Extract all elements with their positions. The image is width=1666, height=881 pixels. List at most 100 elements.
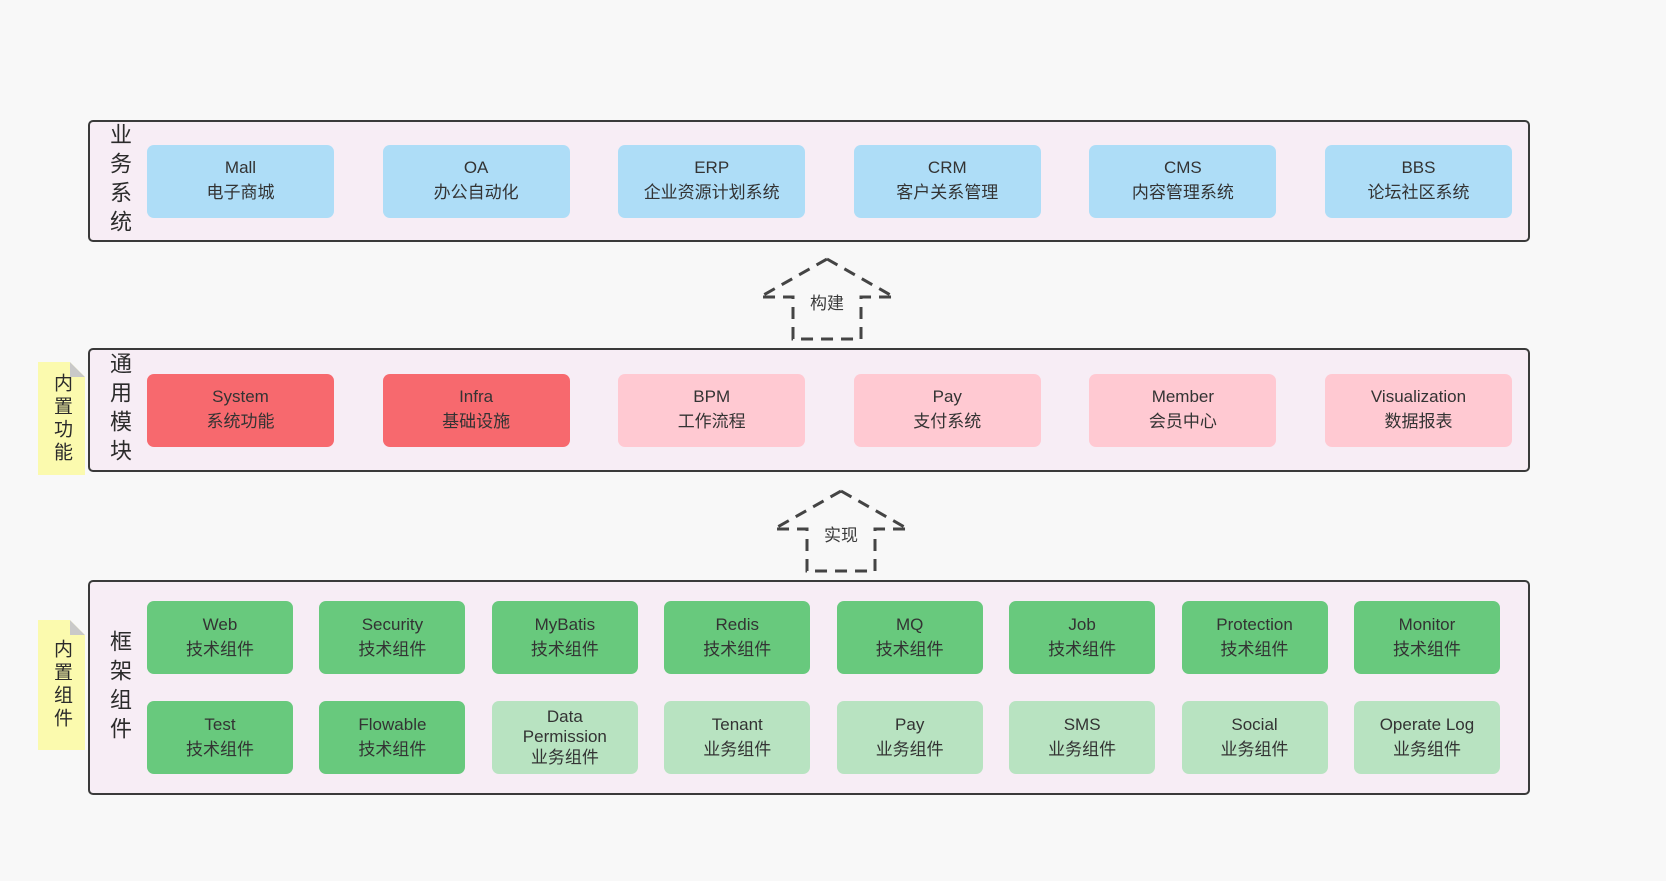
arrow-build: 构建 — [757, 256, 897, 342]
box-title: Job — [1068, 614, 1096, 634]
box-title: Pay — [895, 714, 925, 734]
box-bbs: BBS 论坛社区系统 — [1324, 144, 1512, 218]
box-subtitle: 技术组件 — [358, 639, 427, 659]
box-mq: MQ 技术组件 — [836, 601, 983, 674]
box-subtitle: 技术组件 — [186, 639, 254, 659]
box-subtitle: 技术组件 — [1392, 639, 1461, 659]
layer-common-modules-label: 通用模块 — [107, 352, 132, 468]
box-subtitle: 内容管理系统 — [1131, 183, 1234, 202]
box-title: Protection — [1216, 614, 1293, 634]
box-title: Infra — [459, 387, 494, 407]
box-sms: SMS 业务组件 — [1009, 701, 1156, 774]
box-subtitle: 技术组件 — [703, 639, 772, 659]
box-crm: CRM 客户关系管理 — [853, 144, 1041, 218]
up-arrow-icon — [757, 257, 897, 341]
box-subtitle: 论坛社区系统 — [1367, 183, 1470, 202]
box-erp: ERP 企业资源计划系统 — [618, 144, 806, 218]
box-title: BBS — [1401, 158, 1436, 178]
box-title: MyBatis — [534, 614, 596, 634]
box-pay-module: Pay 支付系统 — [853, 373, 1041, 447]
box-member: Member 会员中心 — [1089, 373, 1277, 447]
framework-row-1: Web 技术组件 Security 技术组件 MyBatis 技术组件 Redi… — [147, 601, 1500, 674]
box-subtitle: 办公自动化 — [433, 183, 519, 202]
box-subtitle: 业务组件 — [875, 739, 944, 759]
box-title: Security — [361, 614, 424, 634]
layer-business-systems-label: 业务系统 — [107, 123, 132, 239]
sticky-note-builtin-components: 内置组件 — [38, 620, 85, 750]
box-test: Test 技术组件 — [147, 701, 293, 774]
arrow-build-label: 构建 — [807, 289, 847, 314]
box-pay-component: Pay 业务组件 — [836, 701, 983, 774]
box-title: Monitor — [1398, 614, 1456, 634]
box-title: Flowable — [358, 714, 427, 734]
box-subtitle: 技术组件 — [1048, 639, 1117, 659]
box-title: Mall — [224, 158, 257, 178]
box-title: SMS — [1063, 714, 1101, 734]
box-subtitle: 基础设施 — [442, 412, 511, 431]
box-system: System 系统功能 — [147, 373, 334, 447]
box-title: System — [212, 387, 269, 407]
box-tenant: Tenant 业务组件 — [664, 701, 811, 774]
box-subtitle: 技术组件 — [358, 739, 427, 759]
box-title: Operate Log — [1379, 714, 1475, 734]
box-title: Visualization — [1370, 387, 1467, 407]
box-mall: Mall 电子商城 — [147, 144, 334, 218]
box-subtitle: 业务组件 — [703, 739, 772, 759]
box-subtitle: 企业资源计划系统 — [643, 183, 780, 202]
box-cms: CMS 内容管理系统 — [1089, 144, 1277, 218]
box-oa: OA 办公自动化 — [382, 144, 570, 218]
box-title: CRM — [927, 158, 967, 178]
box-social: Social 业务组件 — [1181, 701, 1328, 774]
box-subtitle: 系统功能 — [206, 412, 275, 431]
box-redis: Redis 技术组件 — [664, 601, 811, 674]
box-protection: Protection 技术组件 — [1181, 601, 1328, 674]
box-title: Pay — [932, 387, 962, 407]
box-title: CMS — [1163, 158, 1202, 178]
box-subtitle: 业务组件 — [1220, 739, 1289, 759]
box-subtitle: 数据报表 — [1384, 412, 1453, 431]
box-subtitle: 业务组件 — [1392, 739, 1461, 759]
arrow-implement: 实现 — [771, 488, 911, 574]
box-job: Job 技术组件 — [1009, 601, 1156, 674]
box-title: Redis — [715, 614, 759, 634]
box-title: Test — [204, 714, 236, 734]
box-infra: Infra 基础设施 — [382, 373, 570, 447]
box-subtitle: 工作流程 — [677, 412, 746, 431]
sticky-note-text: 内置组件 — [51, 639, 72, 731]
box-title: Web — [202, 614, 238, 634]
box-operate-log: Operate Log 业务组件 — [1353, 701, 1500, 774]
box-subtitle: 技术组件 — [530, 639, 599, 659]
layer-business-systems: 业务系统 Mall 电子商城 OA 办公自动化 ERP 企业资源计划系统 CRM… — [88, 120, 1530, 242]
box-subtitle: 客户关系管理 — [896, 183, 999, 202]
box-subtitle: 业务组件 — [530, 747, 599, 767]
layer-framework-components: 框架组件 Web 技术组件 Security 技术组件 MyBatis 技术组件… — [88, 580, 1530, 795]
box-subtitle: 技术组件 — [1220, 639, 1289, 659]
common-modules-row: System 系统功能 Infra 基础设施 BPM 工作流程 Pay 支付系统… — [147, 350, 1512, 470]
box-title: Data Permission — [522, 707, 607, 747]
box-subtitle: 技术组件 — [875, 639, 944, 659]
box-monitor: Monitor 技术组件 — [1353, 601, 1500, 674]
box-subtitle: 会员中心 — [1148, 412, 1217, 431]
box-title: Social — [1231, 714, 1278, 734]
box-visualization: Visualization 数据报表 — [1324, 373, 1512, 447]
layer-common-modules: 通用模块 System 系统功能 Infra 基础设施 BPM 工作流程 Pay… — [88, 348, 1530, 472]
framework-row-2: Test 技术组件 Flowable 技术组件 Data Permission … — [147, 701, 1500, 774]
box-title: Tenant — [711, 714, 763, 734]
box-subtitle: 业务组件 — [1048, 739, 1117, 759]
box-subtitle: 支付系统 — [913, 412, 982, 431]
sticky-note-builtin-features: 内置功能 — [38, 362, 85, 475]
layer-framework-components-label: 框架组件 — [107, 629, 132, 746]
box-title: BPM — [693, 387, 731, 407]
arrow-implement-label: 实现 — [821, 521, 861, 546]
box-title: ERP — [694, 158, 730, 178]
box-title: OA — [463, 158, 489, 178]
box-data-permission: Data Permission 业务组件 — [491, 701, 638, 774]
up-arrow-icon — [771, 489, 911, 573]
business-systems-row: Mall 电子商城 OA 办公自动化 ERP 企业资源计划系统 CRM 客户关系… — [147, 122, 1512, 240]
box-mybatis: MyBatis 技术组件 — [491, 601, 638, 674]
box-security: Security 技术组件 — [319, 601, 466, 674]
box-subtitle: 技术组件 — [186, 739, 254, 759]
box-bpm: BPM 工作流程 — [618, 373, 806, 447]
framework-components-grid: Web 技术组件 Security 技术组件 MyBatis 技术组件 Redi… — [147, 601, 1500, 774]
